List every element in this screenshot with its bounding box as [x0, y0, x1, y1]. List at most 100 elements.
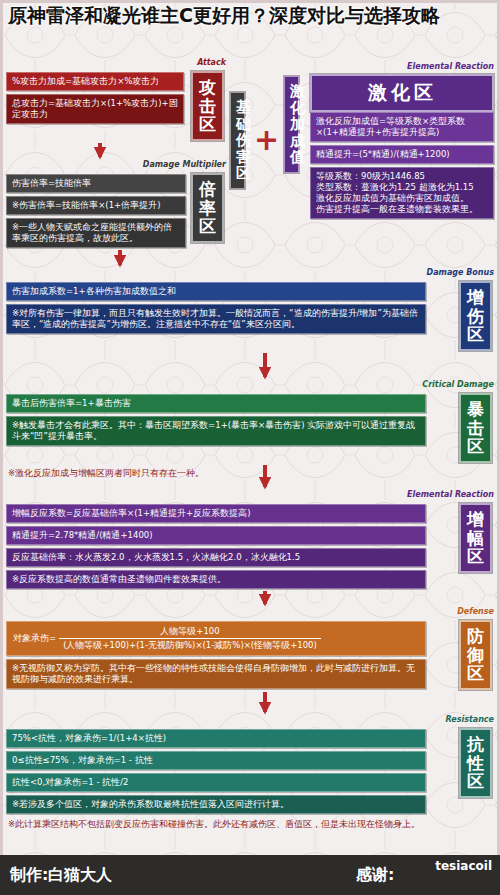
formula-box: ※伤害倍率=技能倍率×(1+倍率提升)	[6, 196, 186, 215]
formula-text: ※若涉及多个值区，对象的承伤系数取最终抗性值落入区间进行计算。	[12, 799, 420, 810]
formula-box: ※触发暴击才会有此乘区。其中：暴击区期望系数=1+(暴击率×暴击伤害) 实际游戏…	[6, 416, 426, 446]
formula-text: 激化反应加成值=等级系数×类型系数×(1+精通提升+伤害提升提高)	[316, 116, 488, 138]
zone-english: Resistance	[445, 715, 494, 724]
flow-arrow	[263, 353, 267, 377]
formula-text: 反应基础倍率：水火蒸发2.0，火水蒸发1.5，火冰融化2.0，冰火融化1.5	[12, 552, 420, 563]
row-stack: 增幅反应系数=反应基础倍率×(1+精通提升+反应系数提高) 精通提升=2.78*精…	[6, 504, 426, 589]
formula-text: 伤害加成系数=1+各种伤害加成数值之和	[12, 286, 420, 297]
row-stack: 伤害加成系数=1+各种伤害加成数值之和 ※对所有伤害一律加算，而且只有触发生效时才…	[6, 282, 426, 334]
row-stack: 75%<抗性，对象承伤=1/(1+4×抗性) 0≤抗性≤75%，对象承伤=1 - …	[6, 729, 426, 814]
zone-english: Elemental Reaction	[407, 490, 494, 499]
column-title: 激化加成值	[290, 83, 293, 166]
formula-text: ※一些人物天赋或命之座能提供额外的倍率乘区的伤害提高，故放此区。	[12, 222, 180, 244]
zone-badge: 倍率区	[191, 173, 224, 243]
zone-badge: 增幅区	[459, 503, 492, 573]
zone-badge: 抗性区	[459, 728, 492, 798]
formula-box: 精通提升=(5*精通)/(精通+1200)	[310, 145, 494, 164]
row-stack: 对象承伤=人物等级+100(人物等级+100)+(1-无视防御%)×(1-减防%…	[6, 621, 426, 689]
formula-box: ※无视防御又称为穿防。其中有一些怪物的特性或技能会使得自身防御增加，此时与减防进…	[6, 659, 426, 689]
zone-english: Defense	[457, 607, 494, 616]
note-text: ※激化反应加成与增幅区两者同时只有存在一种。	[8, 468, 204, 479]
numerator: 人物等级+100	[156, 626, 223, 638]
formula-box: 75%<抗性，对象承伤=1/(1+4×抗性)	[6, 729, 426, 748]
row-stack: 激化反应加成值=等级系数×类型系数×(1+精通提升+伤害提升提高) 精通提升=(5…	[310, 112, 494, 219]
formula-text: 总攻击力=基础攻击力×(1+%攻击力)+固定攻击力	[12, 98, 178, 120]
zone-badge: 激化区	[310, 74, 494, 112]
denominator: (人物等级+100)+(1-无视防御%)×(1-减防%)×(怪物等级+100)	[59, 638, 321, 651]
formula-text: 暴击后伤害倍率=1+暴击伤害	[12, 398, 420, 409]
credit-author: 制作:白猫大人	[10, 865, 112, 886]
zone-group: Elemental Reaction激化区激化反应加成值=等级系数×类型系数×(…	[310, 62, 494, 219]
formula-box: 0≤抗性≤75%，对象承伤=1 - 抗性	[6, 751, 426, 770]
formula-text: 激化反应加成值为基础伤害区加成值。	[316, 193, 488, 204]
formula-box: 伤害倍率=技能倍率	[6, 174, 186, 193]
formula-text: 对象承伤=	[13, 633, 56, 644]
formula-text: 精通提升=2.78*精通/(精通+1400)	[12, 530, 420, 541]
formula-box: 伤害加成系数=1+各种伤害加成数值之和	[6, 282, 426, 301]
formula-box: %攻击力加成=基础攻击力×%攻击力	[6, 72, 184, 91]
page-title: 原神雷泽和凝光谁主C更好用？深度对比与选择攻略	[8, 4, 492, 28]
formula-box: ※若涉及多个值区，对象的承伤系数取最终抗性值落入区间进行计算。	[6, 795, 426, 814]
formula-text: ※无视防御又称为穿防。其中有一些怪物的特性或技能会使得自身防御增加，此时与减防进…	[12, 663, 420, 685]
zone-group: Critical Damage 暴击区 暴击后伤害倍率=1+暴击伤害 ※触发暴击才会有…	[6, 380, 494, 463]
column-box: 基础伤害区	[230, 92, 245, 189]
zone-english: Damage Multipiler	[143, 160, 226, 169]
formula-text: ※伤害倍率=技能倍率×(1+倍率提升)	[12, 200, 180, 211]
formula-text: ※对所有伤害一律加算，而且只有触发生效时才加算。一般情况而言，“造成的伤害提升/…	[12, 308, 420, 330]
plus-sign: +	[254, 120, 279, 159]
formula-text: 等级系数：90级为1446.85	[316, 171, 488, 182]
zone-english: Critical Damage	[422, 380, 494, 389]
footer-bar: 制作:白猫大人 感谢: tesiacoil	[0, 855, 500, 895]
formula-box: 等级系数：90级为1446.85类型系数：蔓激化为1.25 超激化为1.15激化…	[310, 167, 494, 219]
formula-box: 暴击后伤害倍率=1+暴击伤害	[6, 394, 426, 413]
fraction: 人物等级+100(人物等级+100)+(1-无视防御%)×(1-减防%)×(怪物…	[59, 626, 321, 651]
formula-text: ※反应系数提高的数值通常由圣遗物四件套效果提供。	[12, 574, 420, 585]
zone-english: Attack	[197, 58, 226, 67]
zone-group: Resistance 抗性区 75%<抗性，对象承伤=1/(1+4×抗性) 0≤抗性≤…	[6, 715, 494, 814]
formula-box: 增幅反应系数=反应基础倍率×(1+精通提升+反应系数提高)	[6, 504, 426, 523]
flow-arrow	[263, 591, 267, 604]
zone-english: Elemental Reaction	[407, 62, 494, 71]
credit-name: tesiacoil	[435, 859, 492, 873]
formula-box: 对象承伤=人物等级+100(人物等级+100)+(1-无视防御%)×(1-减防%…	[6, 621, 426, 656]
formula-box: ※一些人物天赋或命之座能提供额外的倍率乘区的伤害提高，故放此区。	[6, 218, 186, 248]
zone-english: Damage Bonus	[427, 268, 494, 277]
flow-arrow	[98, 143, 102, 157]
row-stack: %攻击力加成=基础攻击力×%攻击力总攻击力=基础攻击力×(1+%攻击力)+固定攻…	[6, 72, 184, 124]
formula-text: 抗性<0,对象承伤=1 - 抗性/2	[12, 777, 420, 788]
formula-text: %攻击力加成=基础攻击力×%攻击力	[12, 76, 178, 87]
zone-group: Defense防御区对象承伤=人物等级+100(人物等级+100)+(1-无视防…	[6, 607, 494, 690]
formula-text: 精通提升=(5*精通)/(精通+1200)	[316, 149, 488, 160]
column-title: 基础伤害区	[236, 99, 239, 182]
formula-box: 激化反应加成值=等级系数×类型系数×(1+精通提升+伤害提升提高)	[310, 112, 494, 142]
formula-text: 增幅反应系数=反应基础倍率×(1+精通提升+反应系数提高)	[12, 508, 420, 519]
formula-text: 0≤抗性≤75%，对象承伤=1 - 抗性	[12, 755, 420, 766]
formula-box: 抗性<0,对象承伤=1 - 抗性/2	[6, 773, 426, 792]
formula-text: 伤害提升提高一般在圣遗物套装效果里。	[316, 204, 488, 215]
credit-thanks: 感谢:	[356, 865, 394, 886]
zone-group: Attack攻击区%攻击力加成=基础攻击力×%攻击力总攻击力=基础攻击力×(1+…	[6, 58, 226, 141]
zone-group: Damage Bonus 增伤区 伤害加成系数=1+各种伤害加成数值之和 ※对所有伤害…	[6, 268, 494, 351]
formula-text: 类型系数：蔓激化为1.25 超激化为1.15	[316, 182, 488, 193]
zone-badge: 增伤区	[459, 281, 492, 351]
formula-text: ※触发暴击才会有此乘区。其中：暴击区期望系数=1+(暴击率×暴击伤害) 实际游戏…	[12, 420, 420, 442]
formula-box: 总攻击力=基础攻击力×(1+%攻击力)+固定攻击力	[6, 94, 184, 124]
zone-badge: 防御区	[459, 620, 492, 690]
flow-arrow	[263, 465, 267, 487]
formula-text: 75%<抗性，对象承伤=1/(1+4×抗性)	[12, 733, 420, 744]
zone-group: Damage Multipiler 倍率区伤害倍率=技能倍率 ※伤害倍率=技能倍率×…	[6, 160, 226, 248]
zone-badge: 暴击区	[459, 393, 492, 463]
column-box: 激化加成值	[284, 76, 299, 173]
formula-text: 伤害倍率=技能倍率	[12, 178, 180, 189]
formula-box: 精通提升=2.78*精通/(精通+1400)	[6, 526, 426, 545]
formula-box: ※对所有伤害一律加算，而且只有触发生效时才加算。一般情况而言，“造成的伤害提升/…	[6, 304, 426, 334]
row-stack: 伤害倍率=技能倍率 ※伤害倍率=技能倍率×(1+倍率提升) ※一些人物天赋或命之座能…	[6, 174, 186, 248]
formula-box: ※反应系数提高的数值通常由圣遗物四件套效果提供。	[6, 570, 426, 589]
zone-badge: 攻击区	[191, 71, 224, 141]
flow-arrow	[263, 692, 267, 712]
note-text: ※此计算乘区结构不包括剧变反应伤害和碰撞伤害。此外还有减伤区、盾值区，但是未出现…	[8, 819, 492, 830]
row-stack: 暴击后伤害倍率=1+暴击伤害 ※触发暴击才会有此乘区。其中：暴击区期望系数=1+(…	[6, 394, 426, 446]
